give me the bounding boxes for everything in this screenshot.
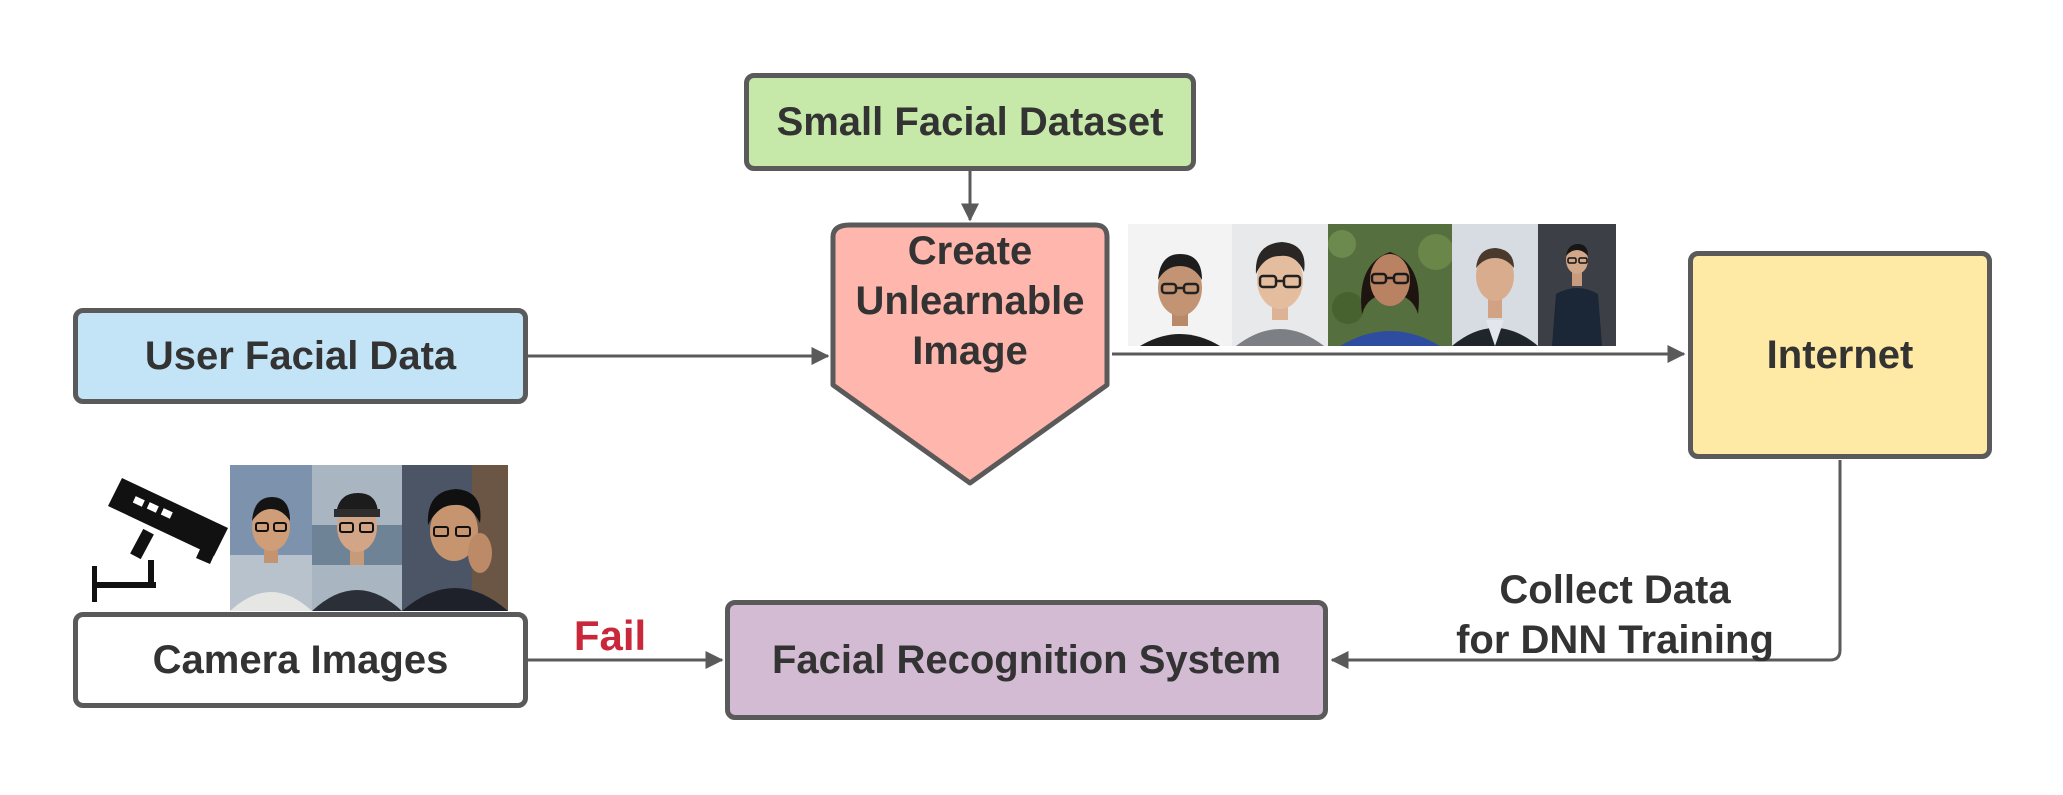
camera-photo-strip: [230, 465, 508, 611]
face-photo-2: [1232, 224, 1328, 346]
arrow-internet-to-recognition: [1330, 460, 1842, 669]
create-unlearnable-label: Create Unlearnable Image: [835, 226, 1105, 376]
create-unlearnable-shape: [830, 222, 1110, 486]
camera-photo-2: [312, 465, 402, 611]
small-facial-dataset-label: Small Facial Dataset: [776, 100, 1164, 144]
camera-photo-1: [230, 465, 312, 611]
face-photo-1: [1128, 224, 1232, 346]
internet-label: Internet: [1766, 333, 1914, 377]
collect-data-label: Collect Data for DNN Training: [1430, 565, 1800, 665]
create-unlearnable-line-3: Image: [912, 329, 1028, 373]
camera-images-label: Camera Images: [152, 638, 449, 682]
face-photo-5: [1538, 224, 1616, 346]
face-photo-4: [1452, 224, 1538, 346]
collect-data-line-1: Collect Data: [1499, 568, 1731, 612]
security-camera-icon: [88, 478, 228, 608]
internet-node: Internet: [1688, 251, 1992, 459]
fail-label: Fail: [573, 612, 647, 659]
camera-images-node: Camera Images: [73, 612, 528, 708]
small-facial-dataset-node: Small Facial Dataset: [744, 73, 1196, 171]
user-facial-data-label: User Facial Data: [144, 334, 457, 378]
facial-recognition-node: Facial Recognition System: [725, 600, 1328, 720]
unlearnable-photo-strip: [1128, 224, 1616, 346]
create-unlearnable-line-2: Unlearnable: [855, 279, 1085, 323]
collect-data-line-2: for DNN Training: [1456, 618, 1774, 662]
create-unlearnable-line-1: Create: [907, 229, 1033, 273]
camera-photo-3: [402, 465, 508, 611]
face-photo-3: [1328, 224, 1452, 346]
user-facial-data-node: User Facial Data: [73, 308, 528, 404]
facial-recognition-label: Facial Recognition System: [771, 638, 1282, 682]
